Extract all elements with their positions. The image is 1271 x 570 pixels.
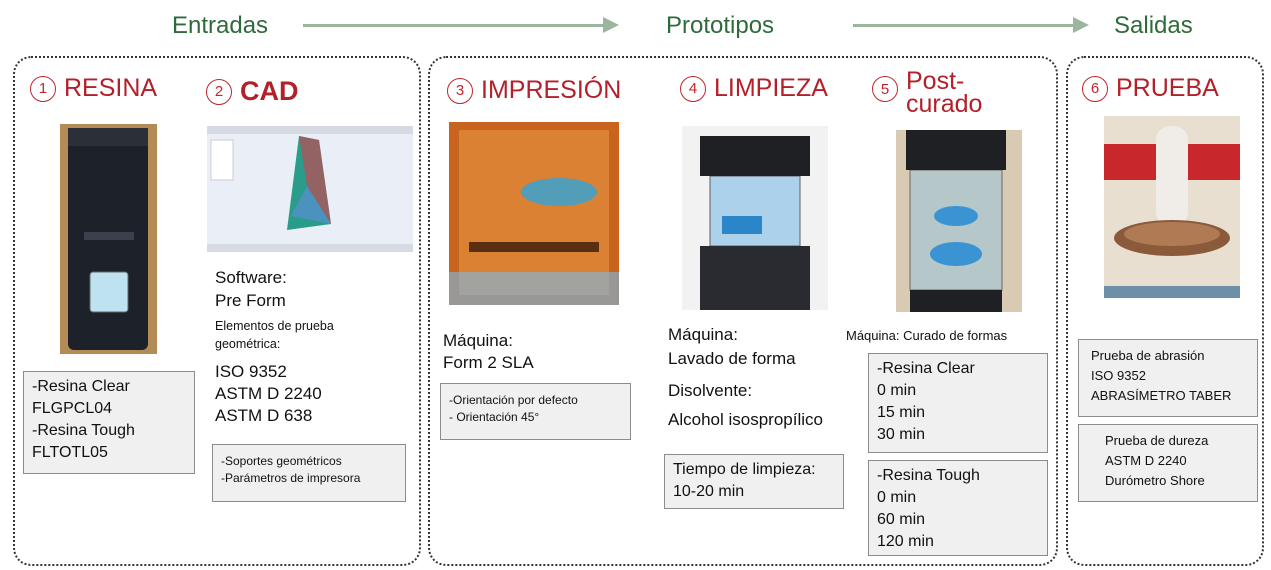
box-line: Prueba de dureza xyxy=(1105,433,1209,448)
step-number: 4 xyxy=(680,75,706,102)
step-resina: 1 RESINA xyxy=(30,74,157,103)
box-line: -Resina Clear xyxy=(32,378,130,395)
box-line: 120 min xyxy=(877,533,934,550)
panel-prototipos xyxy=(428,56,1058,566)
box-line: ASTM D 2240 xyxy=(1105,453,1187,468)
wash-machine-photo xyxy=(682,126,828,310)
box-line: 10-20 min xyxy=(673,483,745,500)
prueba-abrasion-box: Prueba de abrasión ISO 9352 ABRASÍMETRO … xyxy=(1078,339,1258,417)
cad-standard: ASTM D 638 xyxy=(215,406,313,425)
step-number: 2 xyxy=(206,78,232,105)
prueba-hardness-box: Prueba de dureza ASTM D 2240 Durómetro S… xyxy=(1078,424,1258,502)
limpieza-time-box: Tiempo de limpieza: 10-20 min xyxy=(664,454,844,509)
postcurado-tough-box: -Resina Tough 0 min 60 min 120 min xyxy=(868,460,1048,556)
box-line: -Resina Tough xyxy=(877,467,980,484)
resin-cartridge-photo xyxy=(60,124,157,354)
step-impresion: 3 IMPRESIÓN xyxy=(447,76,621,105)
step-number: 5 xyxy=(872,76,898,102)
cad-params-box: -Soportes geométricos -Parámetros de imp… xyxy=(212,444,406,502)
panel-salidas xyxy=(1066,56,1264,566)
step-title: PRUEBA xyxy=(1116,74,1219,102)
box-line: -Parámetros de impresora xyxy=(221,471,361,485)
cad-standard: ISO 9352 xyxy=(215,362,287,381)
step-number: 6 xyxy=(1082,75,1108,102)
box-line: 60 min xyxy=(877,511,926,528)
box-line: Tiempo de limpieza: xyxy=(673,461,816,478)
cad-standard: ASTM D 2240 xyxy=(215,384,322,403)
limpieza-solvent-value: Alcohol isospropílico xyxy=(668,410,823,429)
limpieza-machine-label: Máquina: xyxy=(668,325,738,344)
step-cad: 2 CAD xyxy=(206,76,299,107)
limpieza-solvent-label: Disolvente: xyxy=(668,381,753,400)
step-title: CAD xyxy=(240,76,299,106)
step-postcurado: 5 Post- curado xyxy=(872,67,983,118)
cure-machine-photo xyxy=(896,130,1022,312)
title-line: curado xyxy=(906,90,983,118)
step-title: RESINA xyxy=(64,74,158,102)
box-line: ISO 9352 xyxy=(1091,368,1146,383)
box-line: -Soportes geométricos xyxy=(221,454,342,468)
step-number: 1 xyxy=(30,75,56,102)
box-line: -Resina Tough xyxy=(32,422,135,439)
flow-arrow-2 xyxy=(853,17,1089,33)
cad-software-value: Pre Form xyxy=(215,291,286,310)
box-line: Durómetro Shore xyxy=(1105,473,1205,488)
box-line: Prueba de abrasión xyxy=(1091,348,1205,363)
impresion-orientation-box: -Orientación por defecto - Orientación 4… xyxy=(440,383,631,440)
postcurado-clear-box: -Resina Clear 0 min 15 min 30 min xyxy=(868,353,1048,453)
step-prueba: 6 PRUEBA xyxy=(1082,74,1219,103)
printer-photo xyxy=(449,122,619,305)
box-line: 30 min xyxy=(877,426,926,443)
limpieza-machine-value: Lavado de forma xyxy=(668,349,796,368)
postcurado-machine: Máquina: Curado de formas xyxy=(846,328,1008,343)
box-line: 15 min xyxy=(877,404,926,421)
box-line: FLTOTL05 xyxy=(32,444,108,461)
taber-abraser-photo xyxy=(1104,116,1240,298)
step-title: Post- curado xyxy=(906,67,983,118)
box-line: FLGPCL04 xyxy=(32,400,113,417)
step-number: 3 xyxy=(447,77,473,104)
box-line: -Resina Clear xyxy=(877,360,975,377)
cad-elements-line2: geométrica: xyxy=(215,337,281,351)
step-title: LIMPIEZA xyxy=(714,74,828,102)
panel-entradas xyxy=(13,56,421,566)
title-line: Post- xyxy=(906,67,965,95)
step-limpieza: 4 LIMPIEZA xyxy=(680,74,828,103)
box-line: - Orientación 45° xyxy=(449,410,540,424)
cad-elements-line1: Elementos de prueba xyxy=(215,319,334,333)
header-entradas: Entradas xyxy=(172,12,269,39)
header-prototipos: Prototipos xyxy=(666,12,775,39)
resin-types-box: -Resina Clear FLGPCL04 -Resina Tough FLT… xyxy=(23,371,195,474)
step-title: IMPRESIÓN xyxy=(481,76,622,104)
box-line: 0 min xyxy=(877,489,917,506)
cad-software-screenshot xyxy=(207,126,413,252)
header-salidas: Salidas xyxy=(1114,12,1193,39)
impresion-machine-value: Form 2 SLA xyxy=(443,353,534,372)
box-line: ABRASÍMETRO TABER xyxy=(1091,388,1232,403)
box-line: 0 min xyxy=(877,382,917,399)
flow-arrow-1 xyxy=(303,17,619,33)
impresion-machine-label: Máquina: xyxy=(443,331,513,350)
cad-software-label: Software: xyxy=(215,268,287,287)
box-line: -Orientación por defecto xyxy=(449,393,578,407)
